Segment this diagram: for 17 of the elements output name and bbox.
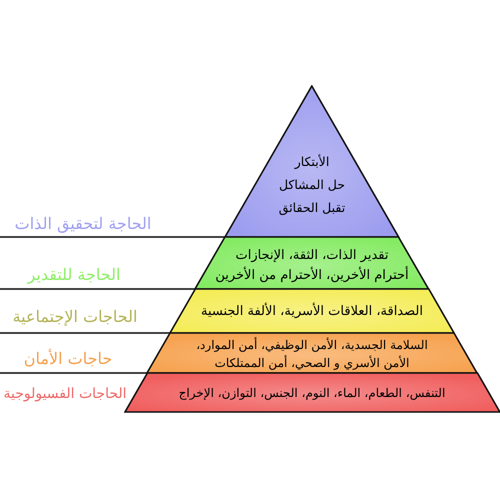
- tier-label: الصداقة، العلاقات الأسرية، الألفة الجنسية: [200, 302, 423, 321]
- pyramid-tier: [194, 236, 430, 290]
- level-name: حاجات الأمان: [24, 349, 112, 369]
- tier-label: السلامة الجسدية، الأمن الوظيفي، أمن الموارد، الأمن الأسري و الصحي، أمن الممتلكات: [195, 336, 429, 372]
- tier-label: تقدير الذات، الثقة، الإنجازات: [235, 247, 388, 265]
- level-name: الحاجة للتقدير: [28, 265, 120, 285]
- pyramid-tier: [146, 332, 478, 374]
- tier-label: أحترام الأخرين، الأحترام من الأخرين: [215, 266, 409, 285]
- pyramid-tier: [124, 372, 500, 413]
- tier-label: حل المشاكل: [278, 176, 346, 194]
- level-name: الحاجات الفسيولوجية: [3, 385, 127, 404]
- level-name: الحاجة لتحقيق الذات: [14, 214, 152, 234]
- level-name: الحاجات الإجتماعية: [12, 307, 138, 327]
- tier-label: الأبتكار: [294, 152, 330, 171]
- pyramid-tier: [168, 288, 456, 334]
- tier-label: تقبل الحقائق: [278, 198, 346, 217]
- tier-label: التنفس، الطعام، الماء، النوم، الجنس، التوازن، الإخراج: [178, 385, 446, 402]
